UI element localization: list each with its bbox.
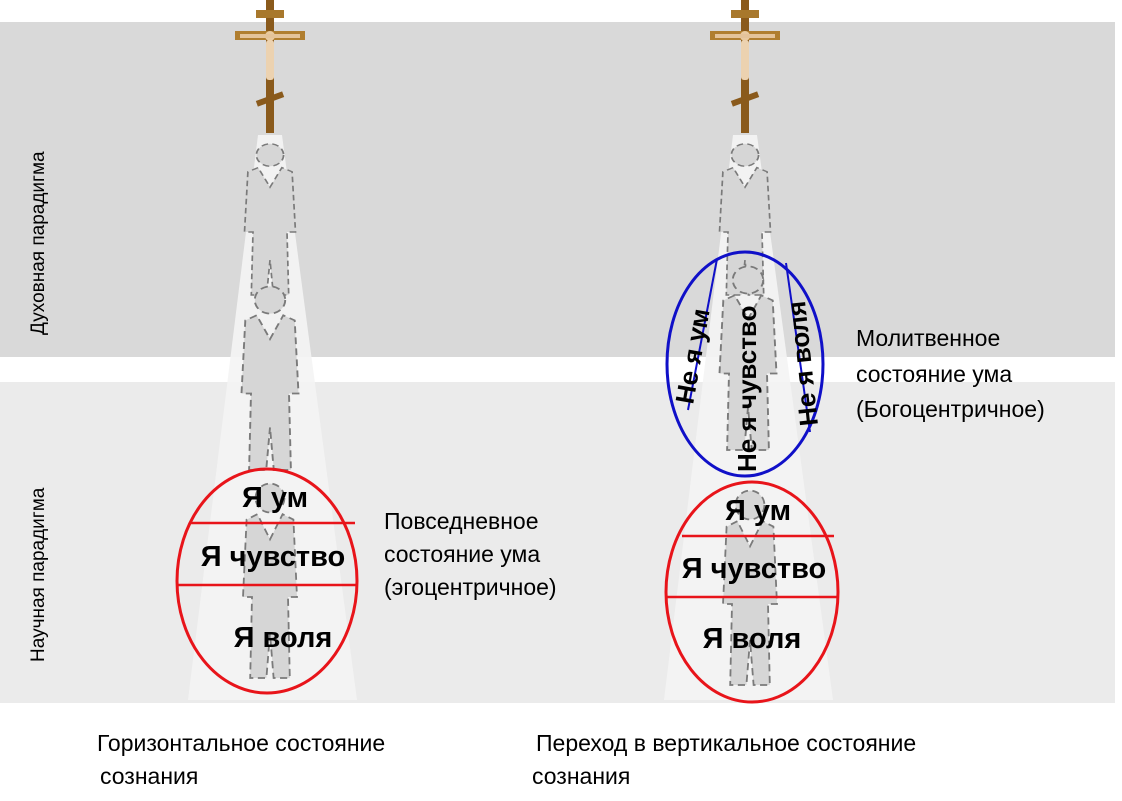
divider — [785, 262, 811, 433]
scientific-paradigm-band — [0, 382, 1115, 703]
ego-ellipse — [664, 480, 840, 704]
not-ego-feeling: Не я чувство — [732, 306, 762, 472]
ego-mind: Я ум — [242, 482, 308, 514]
state-label-line: (Богоцентричное) — [856, 396, 1045, 422]
prayer-ellipse — [665, 250, 825, 478]
state-label-line: Повседневное — [384, 508, 539, 534]
caption-line: Переход в вертикальное состояние — [536, 730, 916, 756]
state-label-line: (эгоцентричное) — [384, 574, 557, 600]
right-column: Не я ум Не я чувство Не я воля Я ум Я чу… — [532, 0, 1045, 789]
ego-will: Я воля — [703, 623, 802, 655]
ego-feeling: Я чувство — [682, 553, 826, 585]
divider — [687, 258, 718, 411]
scientific-paradigm-label: Научная парадигма — [28, 487, 49, 662]
ego-feeling: Я чувство — [201, 541, 345, 573]
ego-ellipse — [175, 467, 359, 695]
caption-line: сознания — [100, 763, 198, 789]
left-column: Я ум Я чувство Я воля Повседневное состо… — [97, 0, 557, 789]
spiritual-paradigm-band — [0, 22, 1115, 357]
state-label-line: состояние ума — [384, 541, 540, 567]
ego-will: Я воля — [234, 622, 333, 654]
state-label-line: Молитвенное — [856, 325, 1000, 351]
caption-line: Горизонтальное состояние — [97, 730, 385, 756]
caption-line: сознания — [532, 763, 630, 789]
state-label-line: состояние ума — [856, 361, 1012, 387]
ego-mind: Я ум — [725, 495, 791, 527]
spiritual-paradigm-label: Духовная парадигма — [28, 151, 49, 335]
